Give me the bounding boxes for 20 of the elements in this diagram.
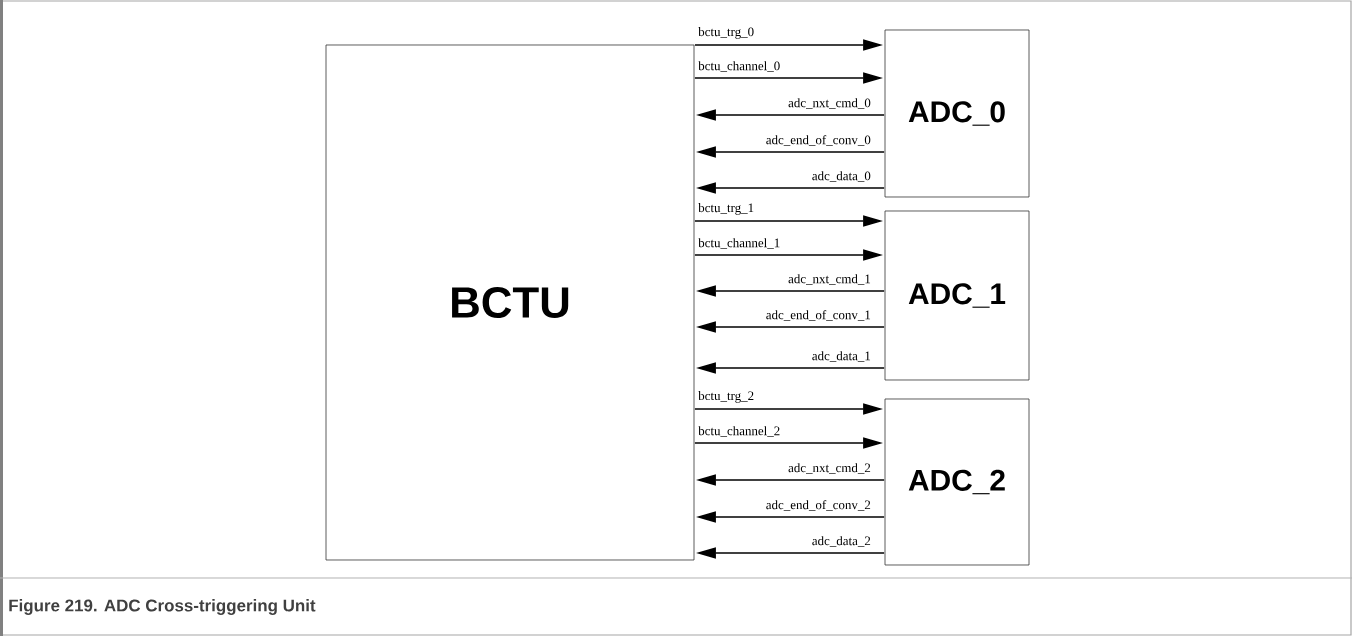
edge-label: bctu_trg_0 — [697, 26, 756, 40]
edge-label: adc_end_of_conv_0 — [764, 134, 872, 147]
edge-label: adc_data_0 — [810, 170, 872, 183]
edge-label: bctu_channel_0 — [697, 60, 782, 73]
edge-label: adc_end_of_conv_2 — [764, 499, 872, 512]
edge-label: adc_nxt_cmd_2 — [787, 462, 872, 475]
figure-caption: Figure 219. ADC Cross-triggering Unit — [9, 599, 316, 615]
edge-label: adc_data_2 — [810, 535, 872, 548]
edge-label: adc_nxt_cmd_0 — [787, 97, 872, 110]
block-box: ADC_2 — [884, 398, 1030, 566]
edge-label: bctu_trg_1 — [697, 202, 756, 216]
edge-label: adc_data_1 — [810, 350, 872, 363]
edge-label: bctu_channel_1 — [697, 237, 782, 250]
edge-label: bctu_channel_2 — [697, 425, 782, 438]
edge-label: adc_end_of_conv_1 — [764, 309, 872, 322]
edge-label: bctu_trg_2 — [697, 390, 756, 404]
edge-label: adc_nxt_cmd_1 — [787, 273, 872, 286]
block-box: ADC_1 — [884, 210, 1030, 381]
block-box: BCTU — [325, 44, 695, 561]
block-box: ADC_0 — [884, 29, 1030, 198]
